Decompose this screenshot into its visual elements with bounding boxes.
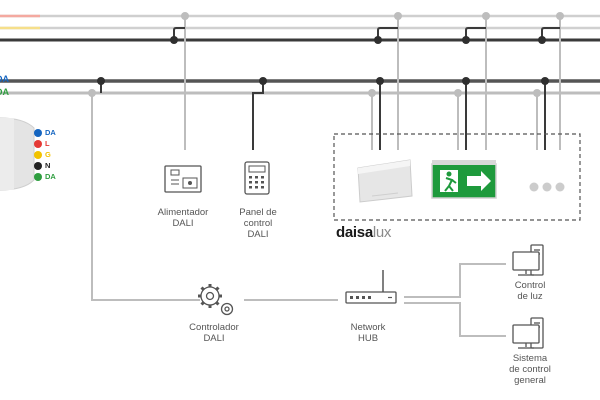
sistema-label-line1: Sistema bbox=[512, 353, 548, 364]
power-supply-icon bbox=[164, 165, 202, 193]
gears-icon bbox=[198, 284, 234, 316]
sistema-label-line2: de control bbox=[509, 364, 551, 375]
panel-label-line2: control bbox=[243, 218, 273, 229]
conductor-label-da-1: DA bbox=[45, 128, 56, 137]
control-luz-label-line2: de luz bbox=[517, 291, 543, 302]
luminaires-group-box bbox=[333, 133, 581, 221]
top-bus-drops bbox=[173, 16, 561, 150]
panel-label-line3: DALI bbox=[247, 229, 269, 240]
alimentador-label: Alimentador DALI bbox=[143, 207, 223, 229]
computer-icon bbox=[512, 244, 544, 276]
hub-label-line1: Network bbox=[350, 322, 386, 333]
hub-computer-links bbox=[404, 263, 506, 337]
alimentador-label-line2: DALI bbox=[172, 218, 194, 229]
panel-label-line1: Panel de bbox=[239, 207, 277, 218]
network-hub-icon bbox=[345, 270, 397, 304]
panel-label: Panel de control DALI bbox=[226, 207, 290, 240]
daisalux-logo: daisalux bbox=[336, 224, 391, 241]
more-dots-icon bbox=[529, 182, 565, 192]
control-luz-label-line1: Control bbox=[514, 280, 546, 291]
conductor-label-da-2: DA bbox=[45, 172, 56, 181]
dali-junctions bbox=[88, 77, 549, 97]
top-bus bbox=[0, 14, 600, 42]
control-panel-icon bbox=[244, 161, 270, 195]
logo-part-1: daisa bbox=[336, 224, 373, 241]
sistema-label: Sistema de control general bbox=[494, 353, 566, 386]
controlador-label-line2: DALI bbox=[203, 333, 225, 344]
cable-cross-section bbox=[0, 117, 42, 191]
computer-icon bbox=[512, 317, 544, 349]
conductor-label-l: L bbox=[45, 139, 50, 148]
conductor-label-n: N bbox=[45, 161, 51, 170]
controlador-label: Controlador DALI bbox=[172, 322, 256, 344]
bus-label-blue: DA bbox=[0, 74, 9, 84]
control-luz-label: Control de luz bbox=[498, 280, 562, 302]
dali-drops bbox=[91, 81, 546, 301]
hub-label: Network HUB bbox=[336, 322, 400, 344]
conductor-label-g: G bbox=[45, 150, 51, 159]
bus-label-green: DA bbox=[0, 87, 9, 97]
logo-part-2: lux bbox=[372, 224, 392, 241]
sistema-label-line3: general bbox=[514, 375, 546, 386]
hub-label-line2: HUB bbox=[357, 333, 379, 344]
alimentador-label-line1: Alimentador bbox=[157, 207, 209, 218]
luminaire-icon bbox=[357, 159, 413, 203]
exit-sign-icon bbox=[431, 160, 497, 199]
top-junctions bbox=[170, 12, 564, 44]
controlador-label-line1: Controlador bbox=[189, 322, 239, 333]
